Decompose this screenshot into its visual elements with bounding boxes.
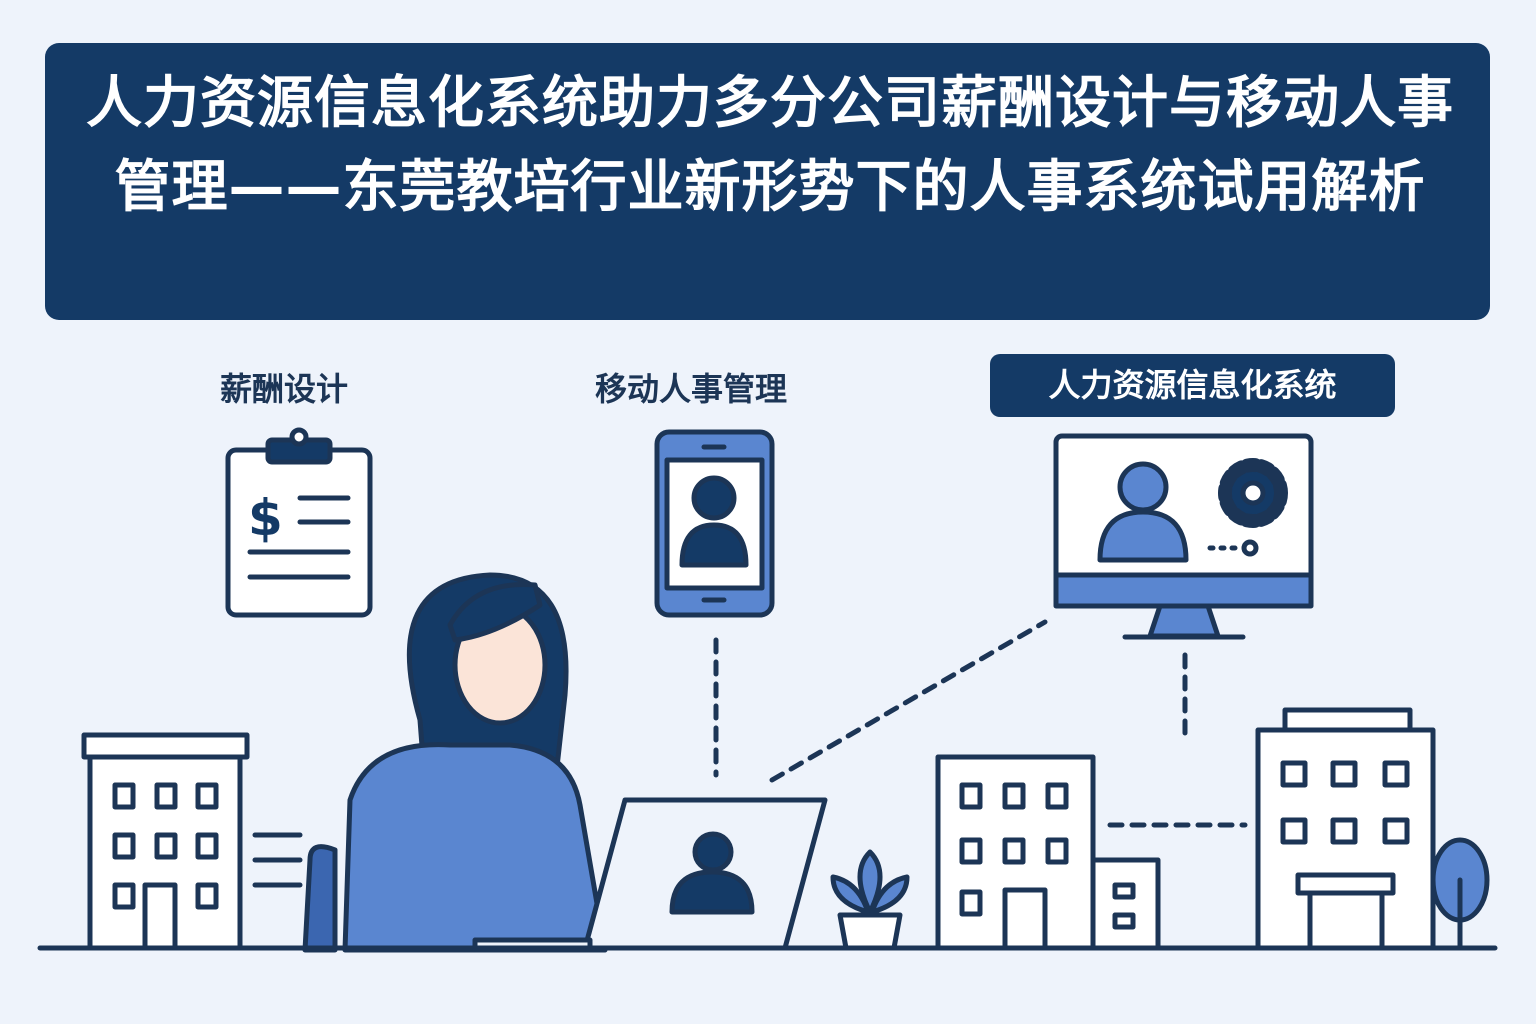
- hr-system-monitor-icon: [1053, 433, 1314, 640]
- title-banner: [45, 43, 1490, 320]
- plant-icon: [830, 849, 910, 951]
- mobile-phone-icon: [654, 429, 775, 618]
- connector-lines: [713, 619, 1248, 828]
- label-hr-system: 人力资源信息化系统: [990, 354, 1395, 417]
- label-mobile-hr: 移动人事管理: [595, 370, 788, 408]
- page-title: 人力资源信息化系统助力多分公司薪酬设计与移动人事管理——东莞教培行业新形势下的人…: [86, 71, 1454, 220]
- middle-building: [935, 754, 1161, 951]
- salary-clipboard-icon: $: [225, 427, 373, 618]
- left-building: [81, 732, 303, 951]
- label-salary-design: 薪酬设计: [220, 370, 349, 408]
- woman-at-laptop: [302, 572, 608, 953]
- right-building: [1255, 707, 1490, 951]
- svg-text:$: $: [248, 489, 283, 547]
